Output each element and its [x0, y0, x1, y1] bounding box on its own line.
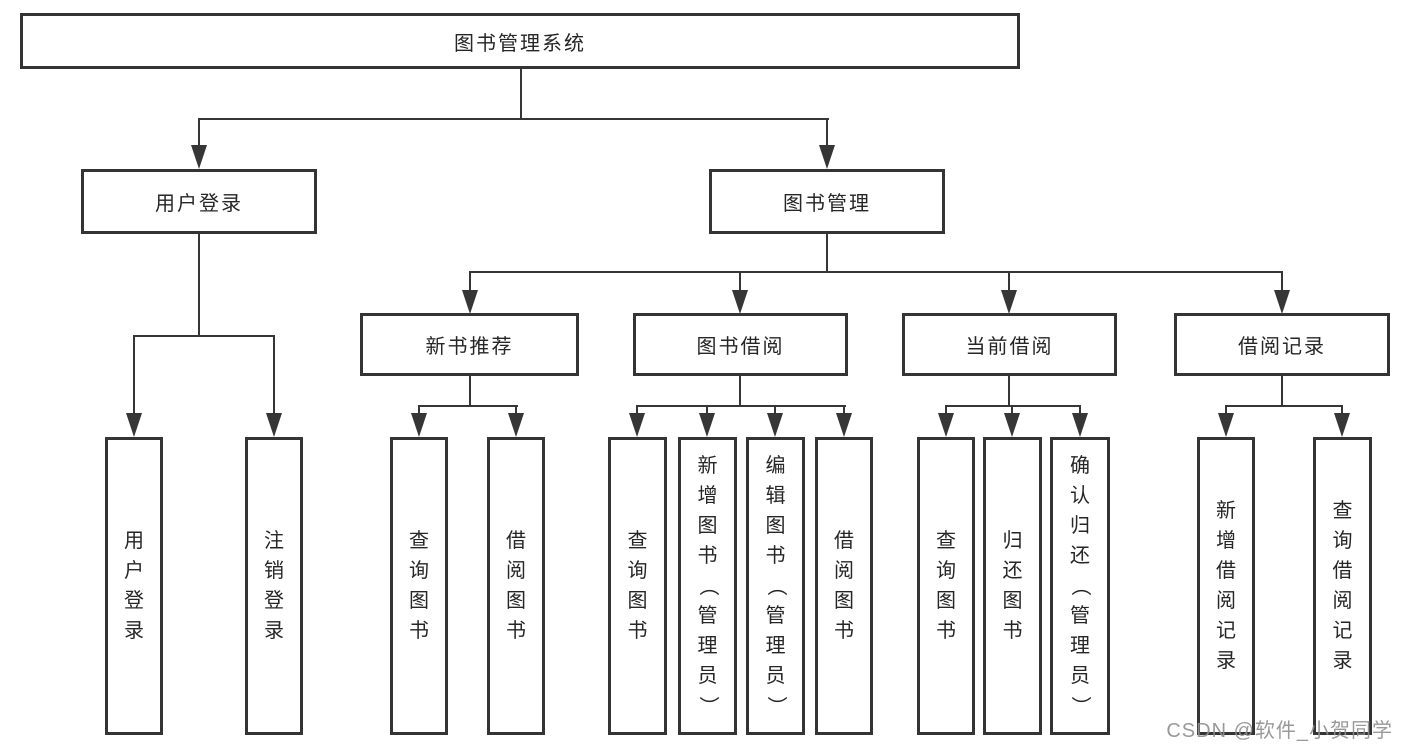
node-book-management: 图书管理 [709, 169, 945, 234]
leaf-newbook-query-books: 查询图书 [390, 437, 448, 735]
leaf-records-add-record: 新增借阅记录 [1197, 437, 1255, 735]
connector-level3-rail [469, 271, 1283, 273]
arrow-newbook-borrow-books [508, 405, 524, 437]
arrow-records-query-record [1334, 405, 1350, 437]
connector-user-login-rail [133, 335, 275, 337]
arrow-to-user-login [191, 118, 207, 169]
arrow-borrowing-query-books [629, 405, 645, 437]
leaf-borrowing-edit-books-admin: 编辑图书（管理员） [746, 437, 805, 735]
arrow-to-leaf-logout [266, 335, 282, 437]
arrow-to-new-book-recommend [462, 271, 478, 314]
arrow-borrowing-borrow-books [836, 405, 852, 437]
node-book-borrowing: 图书借阅 [633, 313, 848, 376]
arrow-to-leaf-user-login [126, 335, 142, 437]
connector-book-borrowing-rail [636, 405, 846, 407]
arrow-current-query-books [938, 405, 954, 437]
arrow-current-return-books [1004, 405, 1020, 437]
leaf-current-confirm-return-admin: 确认归还（管理员） [1050, 437, 1110, 735]
arrow-to-borrowing-records [1274, 271, 1290, 314]
arrow-records-add-record [1218, 405, 1234, 437]
leaf-borrowing-borrow-books: 借阅图书 [815, 437, 873, 735]
connector-new-book-drop [469, 376, 471, 406]
connector-book-management-drop [826, 234, 828, 272]
csdn-watermark: CSDN @软件_小贺同学 [1166, 720, 1393, 742]
arrow-borrowing-add-books [699, 405, 715, 437]
leaf-current-query-books: 查询图书 [917, 437, 975, 735]
leaf-borrowing-add-books-admin: 新增图书（管理员） [678, 437, 737, 735]
connector-current-borrowing-drop [1008, 376, 1010, 406]
connector-borrowing-records-rail [1225, 405, 1343, 407]
arrow-to-book-management [819, 118, 835, 169]
arrow-to-current-borrowing [1001, 271, 1017, 314]
arrow-current-confirm-return [1072, 405, 1088, 437]
node-new-book-recommend: 新书推荐 [360, 313, 579, 376]
leaf-newbook-borrow-books: 借阅图书 [487, 437, 545, 735]
leaf-logout: 注销登录 [245, 437, 303, 735]
connector-book-borrowing-drop [739, 376, 741, 406]
connector-root-drop [520, 69, 522, 119]
arrow-borrowing-edit-books [767, 405, 783, 437]
connector-borrowing-records-drop [1281, 376, 1283, 406]
leaf-user-login: 用户登录 [105, 437, 163, 735]
arrow-newbook-query-books [411, 405, 427, 437]
connector-user-login-drop [198, 234, 200, 336]
node-current-borrowing: 当前借阅 [902, 313, 1117, 376]
node-borrowing-records: 借阅记录 [1174, 313, 1390, 376]
connector-current-borrowing-rail [945, 405, 1081, 407]
arrow-to-book-borrowing [732, 271, 748, 314]
leaf-records-query-record: 查询借阅记录 [1313, 437, 1372, 735]
leaf-current-return-books: 归还图书 [983, 437, 1042, 735]
connector-level2-rail [198, 118, 829, 120]
leaf-borrowing-query-books: 查询图书 [608, 437, 667, 735]
node-library-management-system: 图书管理系统 [20, 13, 1020, 69]
node-user-login: 用户登录 [81, 169, 317, 234]
connector-new-book-rail [418, 405, 518, 407]
